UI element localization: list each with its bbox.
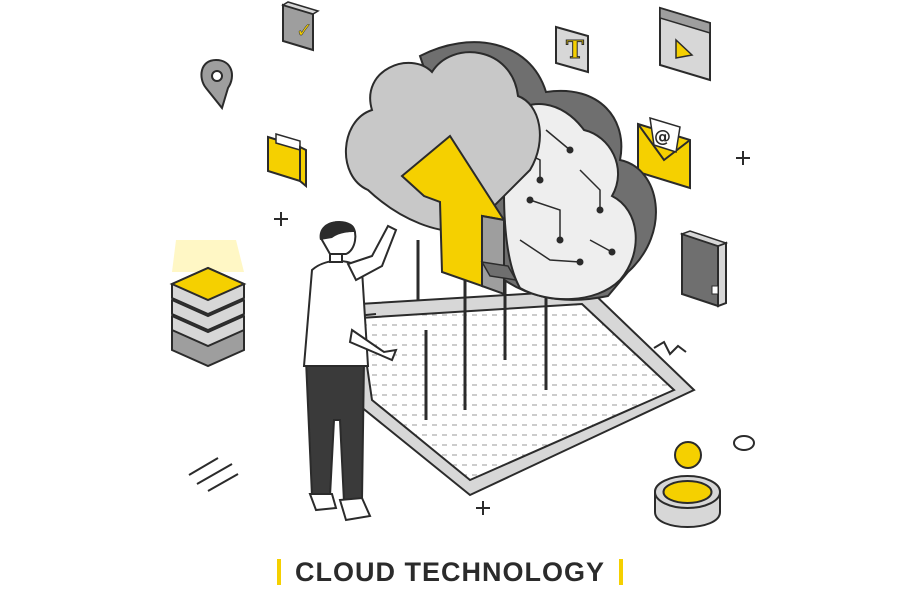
text-glyph: T [566, 35, 584, 64]
email-icon: @ [637, 116, 691, 190]
checkbox-icon: ✓ [281, 1, 320, 52]
coin-jar [654, 475, 721, 528]
caption: CLOUD TECHNOLOGY [0, 552, 900, 592]
plus-mark [476, 501, 490, 515]
phone-device [340, 288, 696, 497]
plus-mark [736, 151, 750, 165]
cloud-icon [345, 41, 657, 301]
caption-left-bar [277, 559, 281, 585]
plus-mark [274, 212, 288, 226]
person-figure [302, 221, 398, 522]
caption-title: CLOUD TECHNOLOGY [295, 556, 605, 587]
circle-decoration [733, 435, 755, 451]
email-at-glyph: @ [654, 127, 671, 147]
folder-icon [267, 133, 307, 189]
upload-arrow-icon [400, 134, 518, 296]
binder-icon [679, 230, 729, 308]
zigzag-decoration [653, 340, 687, 356]
location-pin-icon [200, 58, 233, 111]
server-stack [169, 240, 247, 368]
coin-icon [674, 441, 702, 469]
speed-lines-decoration [188, 457, 239, 492]
video-player-icon [659, 6, 711, 82]
caption-right-bar [619, 559, 623, 585]
text-tool-icon: T [555, 25, 589, 74]
checkmark-glyph: ✓ [296, 18, 313, 42]
